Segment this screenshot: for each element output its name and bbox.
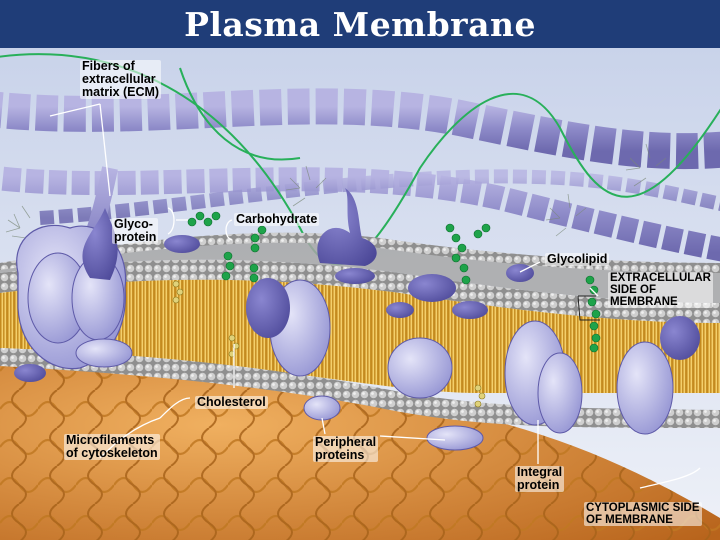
title-bar: Plasma Membrane bbox=[0, 0, 720, 48]
carbohydrate-label-text: Carbohydrate bbox=[236, 212, 318, 226]
integral-label-line-2: protein bbox=[517, 478, 560, 492]
extracellular-side-line-3: MEMBRANE bbox=[610, 296, 678, 308]
extracellular-side-label: EXTRACELLULAR SIDE OF MEMBRANE bbox=[608, 272, 713, 308]
plasma-membrane-diagram: Fibers of extracellular matrix (ECM) Gly… bbox=[0, 48, 720, 540]
glycoprotein-label: Glyco- protein bbox=[112, 217, 159, 244]
integral-protein-label: Integral protein bbox=[515, 465, 565, 492]
cytoplasmic-side-label: CYTOPLASMIC SIDE OF MEMBRANE bbox=[584, 502, 702, 526]
leader-lines bbox=[49, 103, 701, 489]
integral-label-line-1: Integral bbox=[517, 465, 563, 479]
carbohydrate-chains bbox=[187, 211, 601, 353]
extracellular-side-line-2: SIDE OF bbox=[610, 284, 657, 296]
peripheral-proteins-label: Peripheral proteins bbox=[313, 435, 379, 462]
outer-phospholipid-heads bbox=[0, 259, 720, 323]
glycoprotein-label-line-2: protein bbox=[114, 230, 157, 244]
cholesterol-label-text: Cholesterol bbox=[197, 395, 266, 409]
cytoplasmic-side-line-1: CYTOPLASMIC SIDE bbox=[586, 502, 700, 514]
leader-lines-dark bbox=[577, 295, 600, 321]
ecm-fibers bbox=[0, 53, 720, 292]
ecm-fibers-label: Fibers of extracellular matrix (ECM) bbox=[80, 59, 162, 99]
peripheral-label-line-2: proteins bbox=[315, 448, 365, 462]
microfilaments-label-line-1: Microfilaments bbox=[66, 433, 155, 447]
ecm-label-line-1: Fibers of bbox=[82, 59, 135, 73]
microfilaments-label-line-2: of cytoskeleton bbox=[66, 446, 158, 460]
glycolipid-label-text: Glycolipid bbox=[547, 252, 608, 266]
carbohydrate-label: Carbohydrate bbox=[234, 212, 320, 226]
slide-title: Plasma Membrane bbox=[184, 4, 536, 44]
peripheral-proteins bbox=[14, 316, 700, 451]
peripheral-label-line-1: Peripheral bbox=[315, 435, 377, 449]
extracellular-side-line-1: EXTRACELLULAR bbox=[610, 272, 711, 284]
microfilaments-label: Microfilaments of cytoskeleton bbox=[64, 434, 160, 460]
ecm-label-line-3: matrix (ECM) bbox=[82, 85, 160, 99]
surface-proteins bbox=[82, 188, 534, 319]
cytoplasmic-side-line-2: OF MEMBRANE bbox=[586, 514, 673, 526]
glycolipid-label: Glycolipid bbox=[545, 252, 610, 266]
ecm-label-line-2: extracellular bbox=[82, 72, 156, 86]
glycoprotein-label-line-1: Glyco- bbox=[114, 217, 153, 231]
cholesterol-label: Cholesterol bbox=[195, 396, 268, 409]
